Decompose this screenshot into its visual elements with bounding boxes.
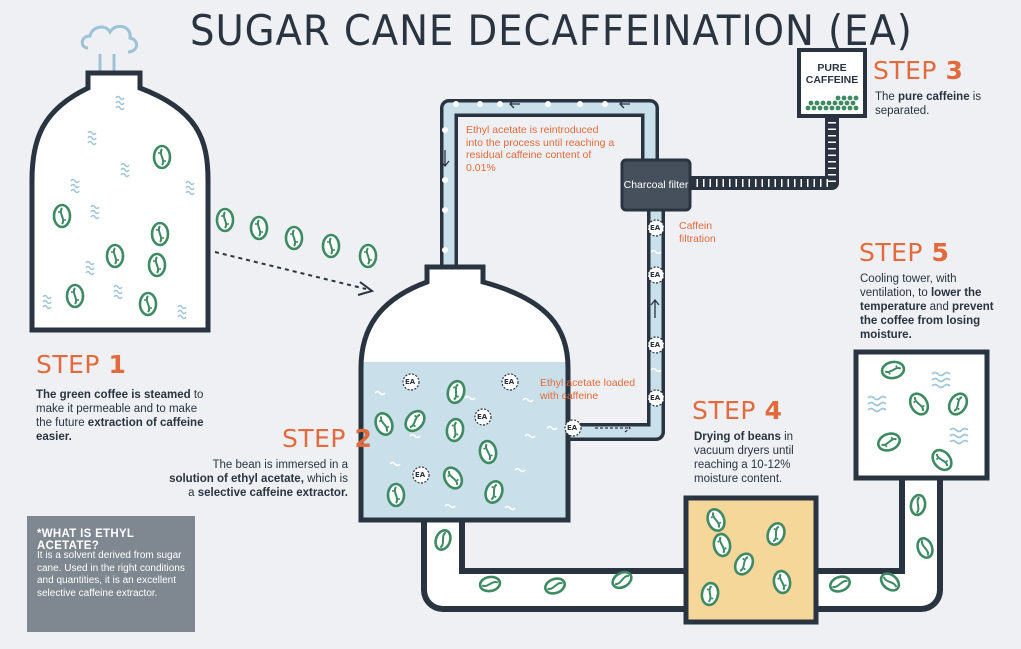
step-2-title: STEP 2 bbox=[282, 424, 372, 453]
ea-label: EA bbox=[650, 271, 661, 279]
vacuum-dryer-box bbox=[683, 495, 819, 625]
loaded-with-caffeine-note: Ethyl acetate loaded with caffeine bbox=[540, 377, 636, 402]
cooling-tower-box bbox=[853, 349, 990, 481]
page-title: SUGAR CANE DECAFFEINATION (EA) bbox=[190, 6, 913, 55]
step-4-text: Drying of beans in vacuum dryers until r… bbox=[694, 430, 812, 486]
step-text-part: prevent the coffee from losing moisture. bbox=[860, 301, 994, 341]
step-1-title: STEP 1 bbox=[36, 350, 126, 379]
step-label: STEP bbox=[873, 56, 938, 85]
pipe-ea-particles bbox=[440, 99, 660, 433]
charcoal-filter-label: Charcoal filter bbox=[623, 178, 689, 191]
charcoal-filter-box bbox=[620, 158, 692, 212]
step-number: 1 bbox=[108, 350, 127, 379]
traveling-beans bbox=[214, 207, 378, 296]
step-1-text: The green coffee is steamed to make it p… bbox=[36, 388, 216, 444]
pure-caffeine-box bbox=[797, 48, 867, 118]
info-box-body: It is a solvent derived from sugar cane.… bbox=[37, 550, 185, 599]
step-text-part: to make it permeable and to make the fut… bbox=[36, 389, 204, 429]
reintroduced-note: Ethyl acetate is reintroduced into the p… bbox=[466, 124, 615, 174]
info-box-heading: *WHAT IS ETHYL ACETATE? bbox=[37, 528, 135, 552]
step-text-part: The green coffee is steamed bbox=[36, 389, 191, 401]
ea-label: EA bbox=[477, 413, 488, 421]
step-label: STEP bbox=[282, 424, 347, 453]
caffeine-line-pipe bbox=[690, 117, 839, 190]
step-text-part: Cooling tower, with ventilation, to bbox=[860, 273, 957, 299]
bottom-transfer-pipe bbox=[421, 478, 943, 612]
step-5-text: Cooling tower, with ventilation, to lowe… bbox=[860, 272, 1010, 342]
step-text-part: The bbox=[875, 91, 899, 103]
step-text-part: solution of ethyl acetate, bbox=[169, 473, 304, 485]
ea-label: EA bbox=[650, 341, 661, 349]
step-3-title: STEP 3 bbox=[873, 56, 963, 85]
steam-cloud-icon bbox=[80, 24, 138, 72]
steaming-jar-icon bbox=[29, 70, 211, 333]
ea-label: EA bbox=[650, 394, 661, 402]
ea-label: EA bbox=[650, 224, 661, 232]
ethyl-acetate-info-box: *WHAT IS ETHYL ACETATE? It is a solvent … bbox=[27, 516, 195, 632]
step-text-part: lower the temperature bbox=[860, 287, 982, 313]
step-label: STEP bbox=[692, 396, 757, 425]
step-number: 5 bbox=[931, 238, 950, 267]
step-5-title: STEP 5 bbox=[859, 238, 949, 267]
step-text-part: Drying of beans bbox=[694, 431, 781, 443]
caffein-filtration-note: Caffein filtration bbox=[679, 220, 716, 245]
step-number: 4 bbox=[764, 396, 783, 425]
step-2-text: The bean is immersed in a solution of et… bbox=[166, 458, 348, 500]
step-label: STEP bbox=[859, 238, 924, 267]
step-label: STEP bbox=[36, 350, 101, 379]
pure-caffeine-label: PURE CAFFEINE bbox=[805, 62, 859, 86]
step-text-part: pure caffeine bbox=[898, 91, 970, 103]
ea-label: EA bbox=[567, 424, 578, 432]
step-text-part: and bbox=[926, 301, 953, 313]
step-text-part: extraction of caffeine easier. bbox=[36, 417, 204, 443]
step-3-text: The pure caffeine is separated. bbox=[875, 90, 985, 118]
step-number: 3 bbox=[945, 56, 964, 85]
step-text-part: which is a bbox=[188, 473, 348, 499]
step-text-part: selective caffeine extractor. bbox=[197, 487, 348, 499]
step-number: 2 bbox=[354, 424, 373, 453]
ea-label: EA bbox=[415, 471, 426, 479]
step-4-title: STEP 4 bbox=[692, 396, 782, 425]
step-text-part: The bean is immersed in a bbox=[212, 459, 348, 471]
ea-label: EA bbox=[504, 378, 515, 386]
step-text-part: is separated. bbox=[875, 91, 982, 117]
step-text-part: in vacuum dryers until reaching a 10-12%… bbox=[694, 431, 794, 485]
ea-label: EA bbox=[405, 378, 416, 386]
